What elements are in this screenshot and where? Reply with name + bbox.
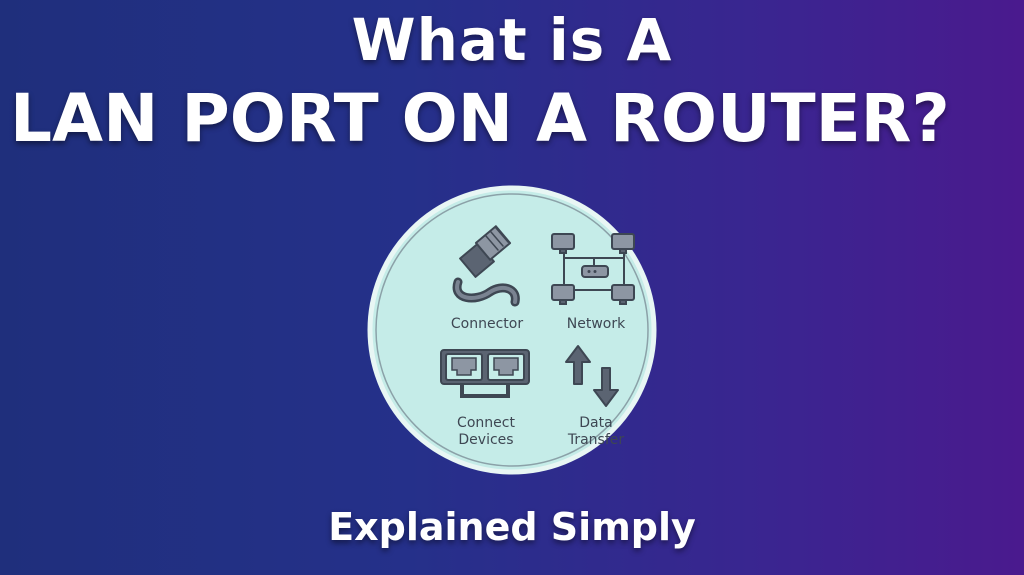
diagram-inner-ring (375, 193, 649, 467)
network-label: Network (567, 316, 626, 332)
title-line-1: What is A (351, 6, 673, 74)
title-line-2: LAN PORT ON A ROUTER? (10, 80, 950, 157)
connect-devices-label-line-1: Connect (457, 415, 515, 431)
data-transfer-label-line-1: Data (579, 415, 612, 431)
connect-devices-label-line-2: Devices (458, 432, 513, 448)
network-topology-icon (551, 233, 635, 305)
data-transfer-label-line-2: Transfer (567, 432, 625, 448)
connector-label: Connector (451, 316, 523, 332)
ethernet-cable-icon (452, 225, 520, 307)
subtitle: Explained Simply (328, 505, 696, 549)
dual-lan-port-icon (440, 349, 530, 398)
data-transfer-arrows-icon (565, 345, 619, 407)
